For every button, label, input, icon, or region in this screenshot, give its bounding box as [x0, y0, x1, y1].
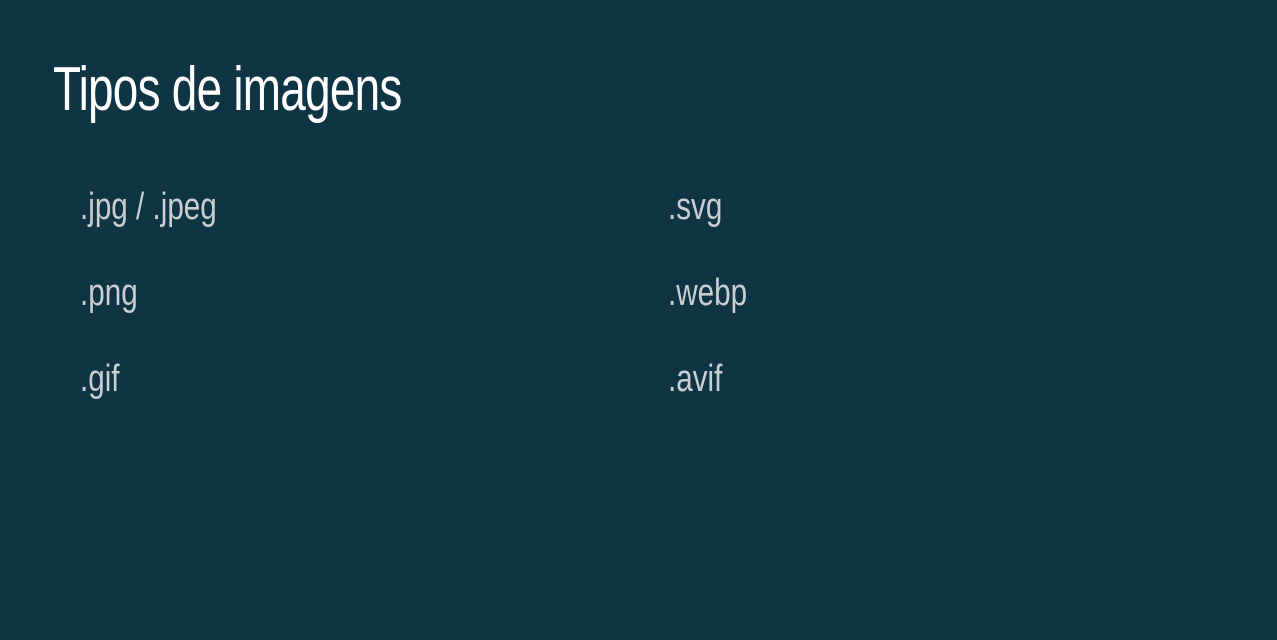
format-item-avif: .avif: [668, 358, 723, 400]
format-item-jpg: .jpg / .jpeg: [80, 186, 217, 228]
slide-title: Tipos de imagens: [53, 55, 402, 124]
format-item-webp: .webp: [668, 272, 748, 314]
format-item-gif: .gif: [80, 358, 120, 400]
format-item-svg: .svg: [668, 186, 723, 228]
format-item-png: .png: [80, 272, 138, 314]
